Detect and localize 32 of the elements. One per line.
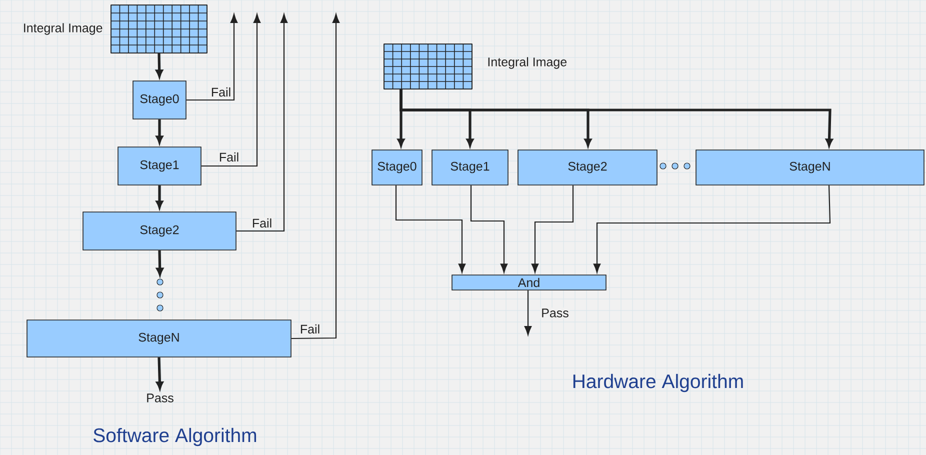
arrow: [156, 53, 163, 78]
result-text: Pass: [147, 394, 174, 402]
grid-image: [110, 4, 208, 54]
stage-box: Stage0: [372, 150, 422, 186]
image-label: Integral Image: [488, 57, 567, 69]
arrow: [470, 185, 508, 273]
arrow: [531, 185, 574, 273]
arrow: [156, 357, 164, 390]
stage-box: StageN: [696, 150, 924, 186]
image-label: Integral Image: [24, 23, 102, 35]
stage-box: And: [452, 274, 606, 290]
section-title: Hardware Algorithm: [573, 374, 743, 392]
arrow: [593, 185, 831, 273]
arrow: [156, 185, 164, 209]
arrow: [156, 250, 164, 276]
grid-image: [384, 44, 472, 90]
edge-label: Pass: [540, 308, 570, 318]
arrow: [395, 185, 466, 273]
stage-box: StageN: [26, 320, 292, 358]
stage-box: Stage2: [82, 212, 236, 250]
arrow: [156, 119, 164, 144]
arrow: [186, 14, 238, 101]
stage-box: Stage0: [132, 80, 186, 120]
section-title: Software Algorithm: [94, 428, 256, 446]
stage-box: Stage1: [118, 146, 202, 186]
stage-box: Stage1: [432, 150, 508, 186]
arrow: [400, 89, 833, 147]
arrow: [201, 14, 261, 167]
stage-box: Stage2: [518, 150, 658, 186]
arrow: [524, 290, 532, 336]
arrow: [236, 14, 288, 232]
arrow: [291, 14, 340, 340]
